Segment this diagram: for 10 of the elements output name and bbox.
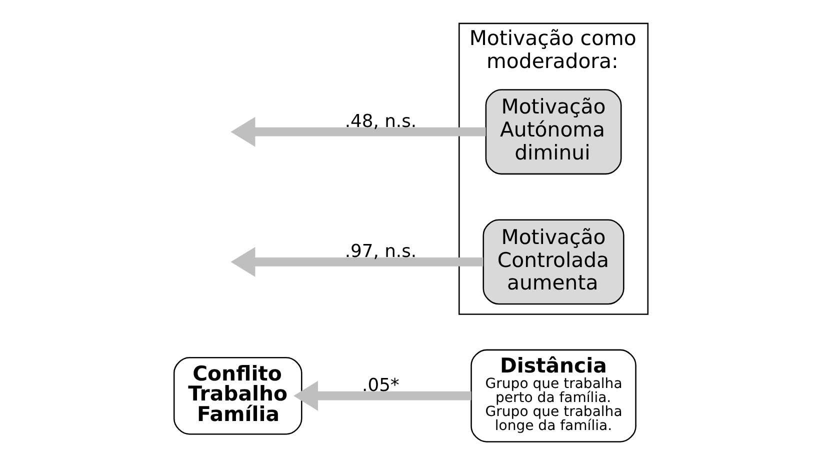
- edge-label: .05*: [362, 375, 399, 396]
- arrow: [293, 380, 471, 411]
- node-box: Conflito Trabalho Família: [172, 356, 302, 435]
- edge-label: .48, n.s.: [344, 111, 416, 132]
- edge-label: .97, n.s.: [344, 241, 416, 262]
- arrow: [230, 116, 486, 147]
- node-box: Motivação Controlada aumenta: [482, 219, 624, 305]
- node-box: Motivação Autónoma diminui: [484, 89, 622, 175]
- arrow: [230, 246, 483, 277]
- node-box: Distância Grupo que trabalha perto da família. Grupo que trabalha longe da família.: [470, 349, 636, 442]
